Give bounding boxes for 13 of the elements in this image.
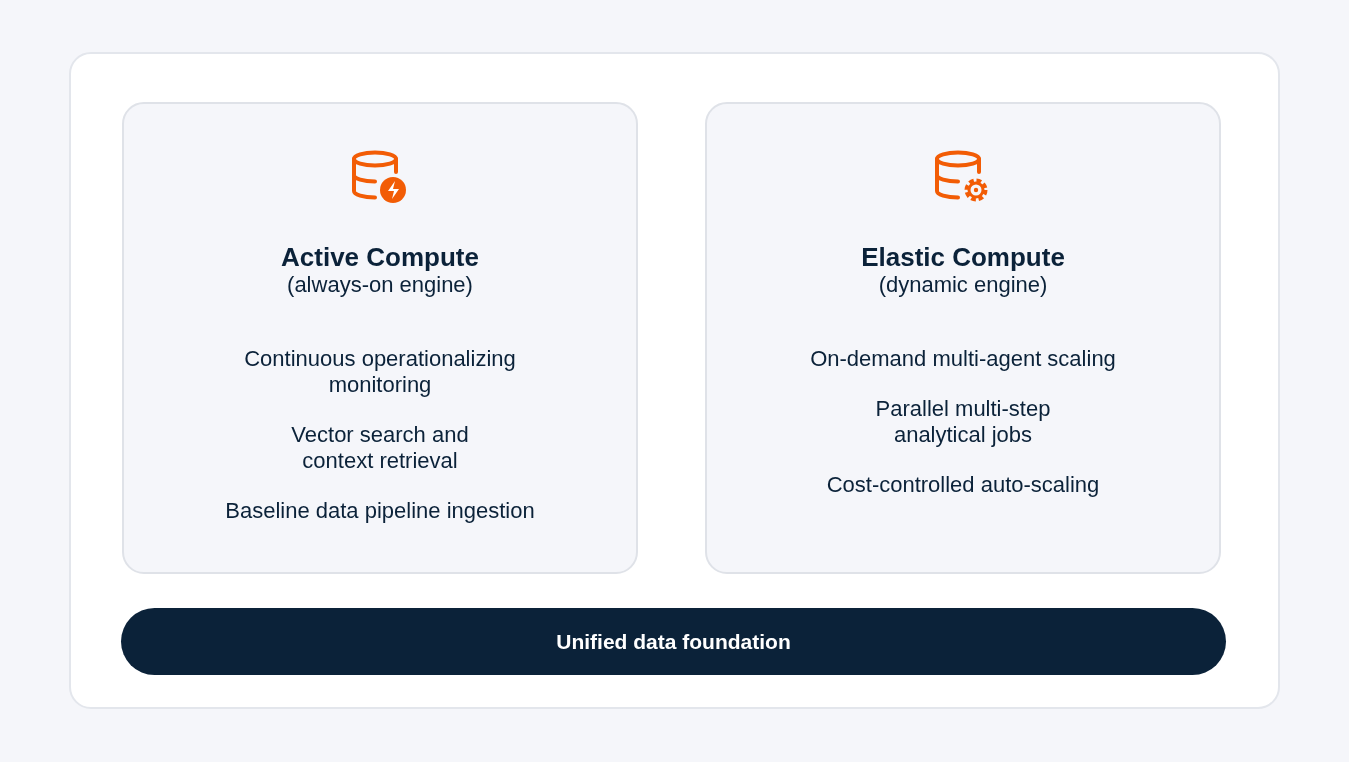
panel-title: Elastic Compute bbox=[861, 242, 1065, 272]
feature-text: Vector search and context retrieval bbox=[290, 422, 470, 474]
compute-panel bbox=[705, 102, 1221, 574]
panel-title: Active Compute bbox=[281, 242, 479, 272]
compute-panel bbox=[122, 102, 638, 574]
panel-subtitle: (dynamic engine) bbox=[878, 272, 1048, 298]
feature-text: Parallel multi-step analytical jobs bbox=[874, 396, 1052, 448]
feature-text: Continuous operationalizing monitoring bbox=[243, 346, 517, 398]
feature-text: On-demand multi-agent scaling bbox=[810, 346, 1116, 372]
feature-text: Baseline data pipeline ingestion bbox=[225, 498, 535, 524]
panel-subtitle: (always-on engine) bbox=[287, 272, 473, 298]
bar-text: Unified data foundation bbox=[556, 629, 791, 654]
feature-text: Cost-controlled auto-scaling bbox=[826, 472, 1100, 498]
